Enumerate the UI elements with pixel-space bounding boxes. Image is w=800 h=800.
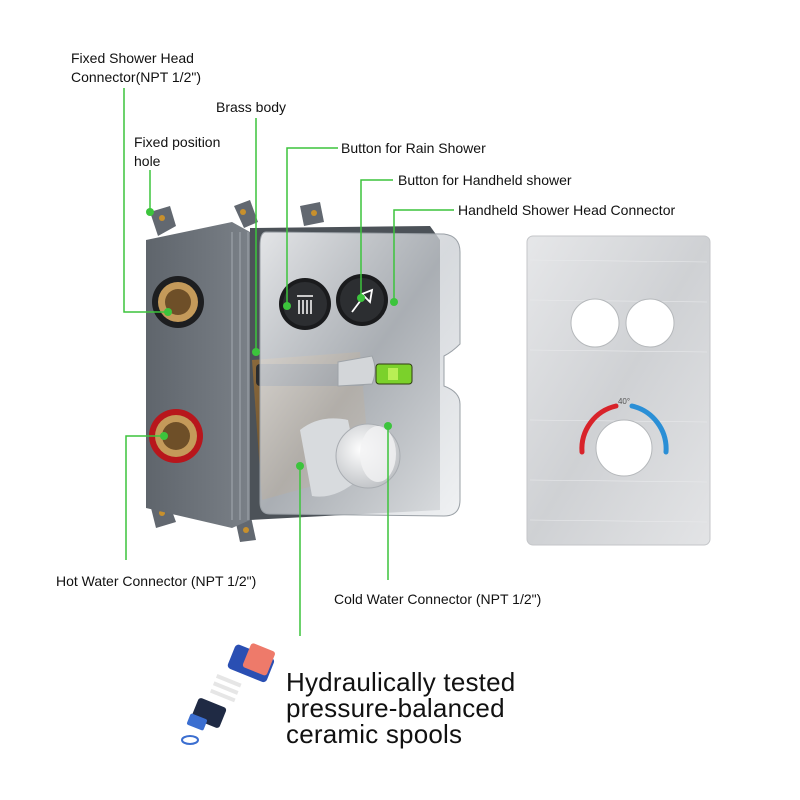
leader-shower-head-connector [123, 88, 168, 313]
leader-rain-shower-button [286, 147, 338, 306]
hot-water-connector [149, 409, 203, 463]
thermostatic-knob [300, 418, 401, 497]
leader-handheld-shower-button [360, 179, 393, 298]
diverter-lever [337, 355, 376, 387]
callout-brass-body: Brass body [216, 99, 287, 115]
box-ribs [231, 232, 249, 520]
feature-text-line1: Hydraulically tested [286, 667, 516, 697]
bubble-highlight [388, 368, 398, 380]
leader-lines [123, 88, 454, 636]
hot-indicator-arc [579, 403, 619, 455]
callout-fixed-shower-head-connector-line1: Fixed Shower Head [71, 50, 194, 66]
trim-plate: 40° [526, 235, 711, 546]
plate-button-hole-right [625, 298, 675, 348]
shower-head-connector [152, 276, 204, 328]
leader-handheld-connector [393, 209, 454, 302]
box-side-face [146, 222, 250, 528]
callout-cold-water-connector: Cold Water Connector (NPT 1/2") [334, 591, 542, 607]
rain-shower-icon [297, 295, 313, 314]
temperature-mark: 40° [618, 397, 630, 406]
leader-dots [146, 208, 398, 470]
callout-fixed-position-hole-line2: hole [134, 153, 161, 169]
callout-handheld-shower-head-connector: Handheld Shower Head Connector [458, 202, 676, 218]
ceramic-spool-image [181, 643, 275, 745]
callout-fixed-position-hole-line1: Fixed position [134, 134, 221, 150]
feature-text-line3: ceramic spools [286, 719, 463, 749]
plate-knob-hole [595, 419, 653, 477]
leader-hot-water [125, 435, 164, 560]
rain-shower-button [279, 278, 331, 330]
callout-button-handheld-shower: Button for Handheld shower [398, 172, 572, 188]
callout-button-rain-shower: Button for Rain Shower [341, 140, 486, 156]
cold-indicator-arc [629, 403, 669, 455]
plate-button-hole-left [570, 298, 620, 348]
feature-text-line2: pressure-balanced [286, 693, 505, 723]
callout-hot-water-connector: Hot Water Connector (NPT 1/2") [56, 573, 257, 589]
callout-fixed-shower-head-connector-line2: Connector(NPT 1/2") [71, 69, 201, 85]
valve-box [146, 200, 461, 542]
